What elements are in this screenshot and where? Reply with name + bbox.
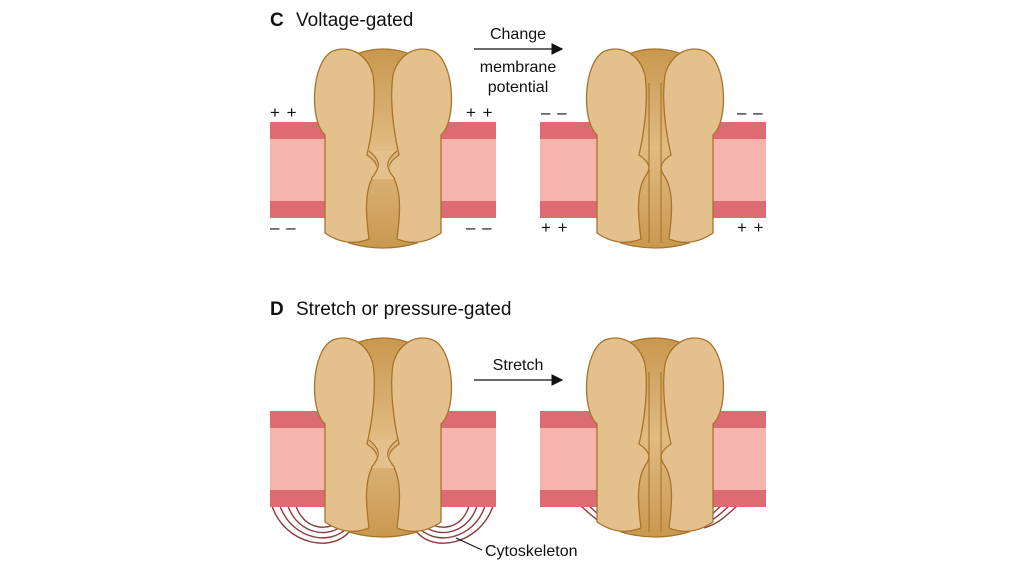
arrow-label-stretch: Stretch [493, 357, 544, 374]
channel-subunit-left [585, 48, 650, 244]
charge-c-left-top-right: + + [466, 103, 494, 122]
arrow-label-line-2: membrane [480, 59, 557, 76]
charge-c-right-top-right: – – [737, 103, 764, 122]
panel-c-title: Voltage-gated [296, 10, 413, 31]
channel-c-closed [313, 48, 453, 249]
panel-c: C Voltage-gated + + + + – – – – – – – – … [270, 10, 766, 249]
charge-c-left-bottom-right: – – [466, 218, 493, 237]
cytoskeleton-fiber [271, 505, 353, 544]
channel-subunit-right [388, 48, 453, 244]
cytoskeleton-fiber [413, 505, 494, 544]
channel-gate-closed-edge [368, 150, 379, 180]
panel-c-letter: C [270, 10, 284, 31]
channel-d-open [585, 337, 725, 538]
panel-d: D Stretch or pressure-gated [270, 299, 766, 560]
channel-open-pore [648, 83, 662, 243]
arrow-label-line-3: potential [488, 79, 549, 96]
charge-c-left-bottom-left: – – [270, 218, 297, 237]
arrow-label-line-1: Change [490, 26, 546, 43]
channel-d-closed [313, 337, 453, 538]
channel-subunit-right [660, 337, 725, 533]
channel-gate-closed-edge [387, 150, 398, 180]
channel-subunit-right [660, 48, 725, 244]
cytoskeleton-label: Cytoskeleton [485, 543, 578, 560]
channel-subunit-left [585, 337, 650, 533]
channel-subunit-left [313, 48, 378, 244]
channel-gate-closed-edge [368, 439, 379, 469]
charge-c-right-bottom-left: + + [541, 218, 569, 237]
channel-subunit-left [313, 337, 378, 533]
panel-d-title: Stretch or pressure-gated [296, 299, 511, 320]
charge-c-right-top-left: – – [541, 103, 568, 122]
cytoskeleton-fiber [703, 505, 738, 529]
charge-c-left-top-left: + + [270, 103, 298, 122]
channel-subunit-right [388, 337, 453, 533]
channel-c-open [585, 48, 725, 249]
panel-d-letter: D [270, 299, 284, 320]
channel-open-pore [648, 372, 662, 532]
charge-c-right-bottom-right: + + [737, 218, 765, 237]
channel-gate-closed-edge [387, 439, 398, 469]
cytoskeleton-leader-line [455, 537, 483, 551]
